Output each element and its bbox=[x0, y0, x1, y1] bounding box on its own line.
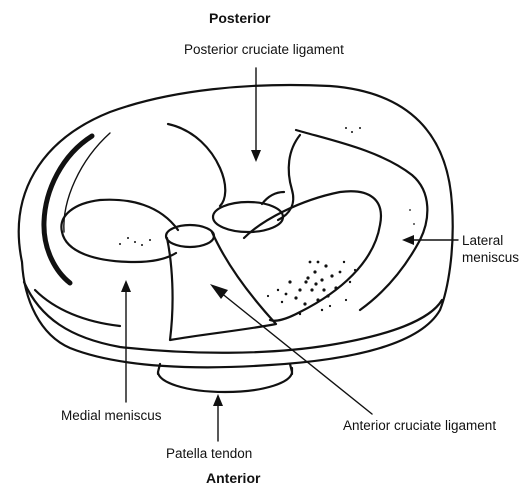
medial-meniscus-thin-line bbox=[64, 133, 110, 232]
medial-meniscus-outer bbox=[44, 136, 92, 283]
lateral-arrowhead bbox=[402, 235, 414, 245]
pcl-arrowhead bbox=[251, 150, 261, 162]
medial-meniscus-label: Medial meniscus bbox=[61, 408, 162, 424]
patella-tendon-label: Patella tendon bbox=[166, 446, 252, 462]
lateral-meniscus-inner bbox=[278, 135, 300, 220]
lateral-meniscus-label-line1: Lateral bbox=[462, 232, 519, 249]
acl-top bbox=[166, 225, 214, 247]
medial-meniscus-outer-front bbox=[35, 290, 120, 326]
medial-meniscus-inner bbox=[61, 200, 178, 262]
posterior-label: Posterior bbox=[209, 10, 270, 26]
lateral-meniscus-label: Lateral meniscus bbox=[462, 232, 519, 266]
medial-meniscus-posterior-horn bbox=[168, 124, 225, 206]
lateral-meniscus-plateau bbox=[244, 191, 381, 320]
tibial-plateau-outline bbox=[19, 85, 453, 367]
patella-arrowhead bbox=[213, 394, 223, 406]
anterior-cruciate-ligament-label: Anterior cruciate ligament bbox=[343, 418, 496, 434]
anterior-label: Anterior bbox=[206, 470, 260, 486]
posterior-cruciate-ligament-label: Posterior cruciate ligament bbox=[184, 42, 344, 58]
lateral-meniscus-label-line2: meniscus bbox=[462, 249, 519, 266]
pcl-ridge bbox=[262, 192, 284, 204]
medial-arrowhead bbox=[121, 280, 131, 292]
